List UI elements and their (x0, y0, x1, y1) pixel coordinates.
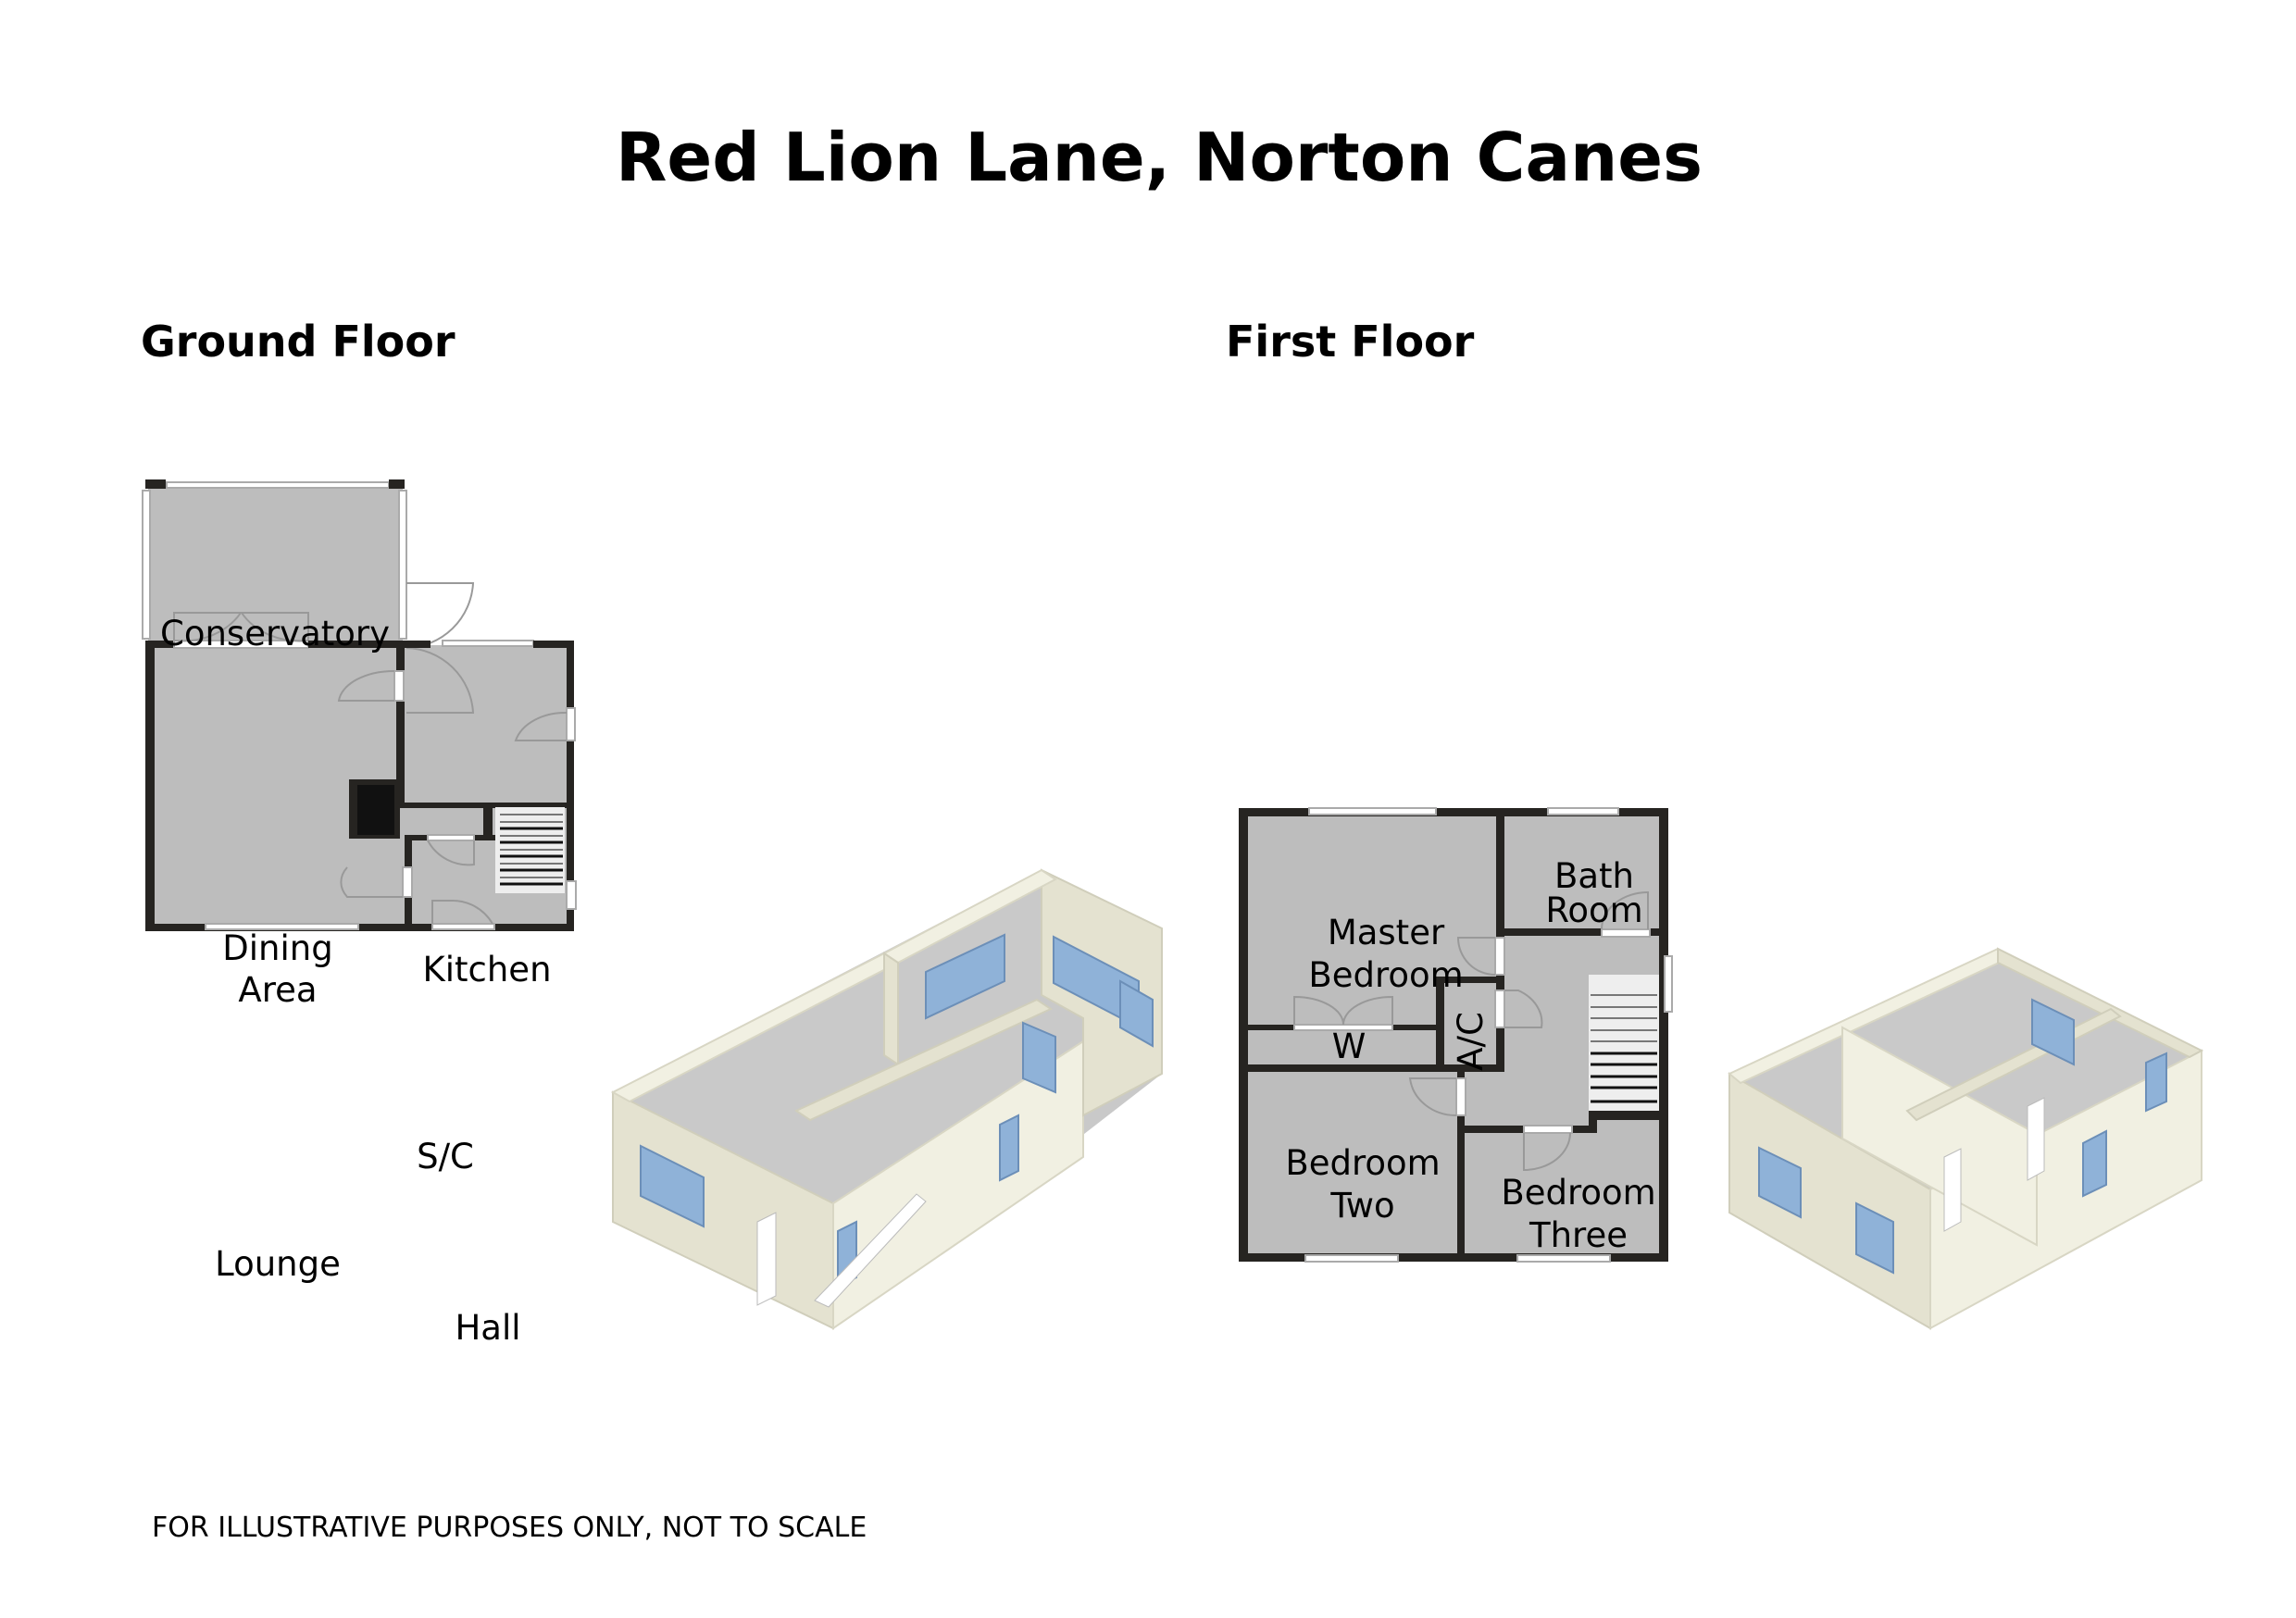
room-label-bedroom-two-line1: Bedroom (1285, 1143, 1440, 1183)
room-label-sc: S/C (417, 1137, 474, 1176)
ground-floor-heading: Ground Floor (141, 317, 455, 367)
ground-room-labels: Conservatory Dining Area Kitchen S/C Lou… (160, 614, 552, 1348)
room-label-dining-line2: Area (238, 970, 317, 1010)
room-label-dining-line1: Dining (222, 928, 332, 968)
room-label-bedroom-three-line2: Three (1529, 1215, 1628, 1255)
page-title: Red Lion Lane, Norton Canes (616, 118, 1703, 196)
first-floor-3d-view (1728, 947, 2204, 1330)
disclaimer-footer: FOR ILLUSTRATIVE PURPOSES ONLY, NOT TO S… (152, 1512, 867, 1544)
room-label-bedroom-two-line2: Two (1329, 1186, 1394, 1226)
room-label-hall: Hall (455, 1308, 520, 1348)
room-label-airing-cupboard: A/C (1451, 1012, 1491, 1071)
ground-staircase (495, 807, 565, 893)
room-label-bedroom-three-line1: Bedroom (1501, 1173, 1655, 1213)
room-label-wardrobe: W (1332, 1027, 1366, 1066)
ground-floor-plan: Ground Floor (141, 317, 577, 931)
room-label-bath-line1: Bath (1554, 856, 1634, 896)
room-label-lounge: Lounge (215, 1244, 341, 1284)
ground-floor-3d-view (610, 868, 1163, 1330)
first-floor-heading: First Floor (1226, 317, 1475, 367)
room-label-master-line1: Master (1328, 913, 1445, 952)
room-label-conservatory-visible: Conservatory (160, 614, 390, 653)
room-label-master-line2: Bedroom (1308, 955, 1463, 995)
room-label-kitchen: Kitchen (422, 950, 551, 989)
first-floor-plan: First Floor (1226, 317, 1673, 1263)
room-label-bath-line2: Room (1545, 890, 1642, 930)
first-floor-staircase (1589, 975, 1659, 1111)
